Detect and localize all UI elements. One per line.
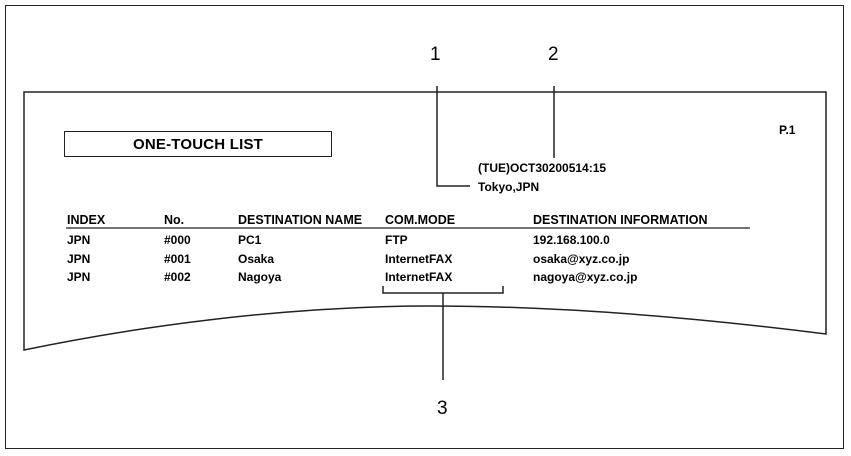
datetime-stamp: (TUE)OCT30200514:15: [478, 161, 607, 175]
cell-number: #002: [164, 270, 191, 284]
cell-index: JPN: [67, 252, 91, 266]
cell-com-mode: InternetFAX: [385, 252, 453, 266]
cell-index: JPN: [67, 270, 91, 284]
header-destination-name: DESTINATION NAME: [238, 213, 363, 227]
cell-destination-name: Osaka: [238, 252, 275, 266]
cell-destination-name: PC1: [238, 233, 262, 247]
cell-com-mode: InternetFAX: [385, 270, 453, 284]
page-label: P.1: [779, 123, 796, 137]
callout-3-bracket: [382, 286, 504, 294]
header-com-mode: COM.MODE: [385, 213, 456, 227]
callout-1-leader: [436, 86, 470, 187]
cell-destination-info: 192.168.100.0: [533, 233, 610, 247]
list-title: ONE-TOUCH LIST: [132, 135, 264, 153]
cell-destination-info: osaka@xyz.co.jp: [533, 252, 630, 266]
location-label: Tokyo,JPN: [478, 180, 540, 194]
cell-destination-info: nagoya@xyz.co.jp: [533, 270, 638, 284]
cell-index: JPN: [67, 233, 91, 247]
cell-destination-name: Nagoya: [238, 270, 282, 284]
callout-2-number: 2: [548, 44, 559, 65]
figure-frame: [5, 5, 844, 449]
cell-com-mode: FTP: [385, 233, 408, 247]
header-number: No.: [164, 213, 185, 227]
cell-number: #001: [164, 252, 191, 266]
header-index: INDEX: [67, 213, 106, 227]
callout-1-number: 1: [430, 44, 441, 65]
list-title-box: ONE-TOUCH LIST: [64, 131, 332, 157]
header-destination-info: DESTINATION INFORMATION: [533, 213, 708, 227]
callout-3-number: 3: [437, 398, 448, 419]
cell-number: #000: [164, 233, 191, 247]
